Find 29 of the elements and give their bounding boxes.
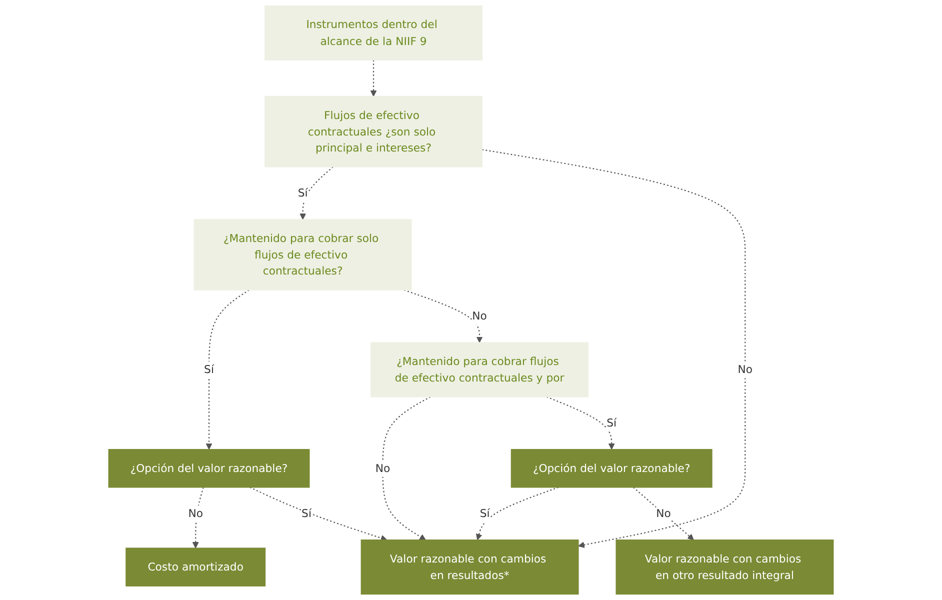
node-box: ¿Mantenido para cobrar solo flujos de efectivo contractuales? [194, 219, 412, 290]
edge-label: No [472, 310, 487, 323]
arrow [482, 149, 746, 548]
arrow [192, 487, 204, 548]
arrow [476, 486, 559, 540]
edge-label: No [375, 462, 390, 475]
arrow [382, 396, 431, 540]
node-box: ¿Opción del valor razonable? [510, 449, 712, 488]
edge-label: Sí [298, 186, 308, 200]
arrow [370, 60, 377, 97]
node-box: Instrumentos dentro del alcance de la NIIF 9 [264, 5, 482, 60]
arrow [300, 166, 334, 220]
node-box: Valor razonable con cambios en otro resultado integral [616, 540, 834, 595]
edge-label: Sí [606, 416, 617, 430]
edge-label: Sí [302, 506, 312, 520]
node-box: ¿Mantenido para cobrar flujos de efectivo contractuales y por [370, 342, 589, 398]
edge-label: Sí [480, 506, 490, 520]
node-box: Flujos de efectivo contractuales ¿son solo principal e intereses? [264, 96, 482, 168]
arrow [250, 486, 388, 542]
edge-label: No [738, 363, 753, 376]
node-box: Costo amortizado [126, 548, 266, 586]
edge-label: No [188, 506, 203, 520]
arrow [206, 290, 250, 450]
arrow [633, 486, 694, 540]
node-box: Valor razonable con cambios en resultados* [360, 540, 579, 595]
edge-label: Sí [204, 363, 214, 376]
edge-label: No [656, 506, 671, 520]
node-box: ¿Opción del valor razonable? [108, 449, 310, 488]
arrow [546, 396, 615, 450]
